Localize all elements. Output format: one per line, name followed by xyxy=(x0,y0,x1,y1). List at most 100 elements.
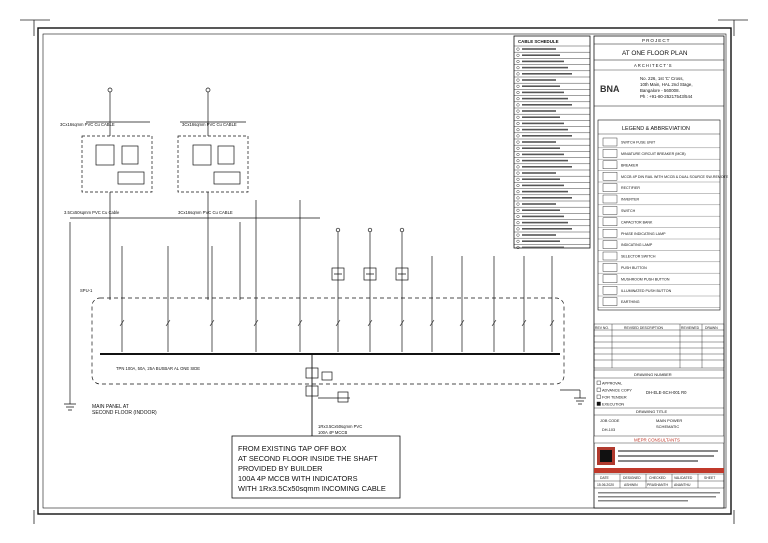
diagram-labels: 3Cx16sqmm PVC Cu CABLE 3Cx16sqmm PVC Cu … xyxy=(60,122,362,435)
legend-symbol-icon xyxy=(602,183,618,192)
legend-item-label: CAPACITOR BANK xyxy=(621,220,653,224)
incoming-label: 1Rx3.5Cx50sqmm PVC xyxy=(318,424,362,429)
legend-symbol-icon xyxy=(602,194,618,204)
legend-item-label: SELECTOR SWITCH xyxy=(621,255,656,259)
date-value: 15.06.2020 xyxy=(597,483,614,487)
cable-row-text-placeholder xyxy=(522,79,556,81)
project-name: AT ONE FLOOR PLAN xyxy=(622,50,688,57)
cable-row-text-placeholder xyxy=(522,197,572,199)
cable-row-marker xyxy=(516,196,520,200)
cable-row-marker xyxy=(516,103,520,107)
cable-schedule-heading: CABLE SCHEDULE xyxy=(518,39,559,44)
incoming-mccb: 100A 4P MCCB xyxy=(318,430,347,435)
cable-row-marker xyxy=(516,60,520,64)
cable-row-marker xyxy=(516,177,520,181)
legend-item-label: MUSHROOM PUSH BUTTON xyxy=(621,277,670,281)
cable-row-marker xyxy=(516,66,520,70)
cable-row-text-placeholder xyxy=(522,166,572,168)
architect-logo: BNA xyxy=(600,84,620,94)
cable-row-text-placeholder xyxy=(522,91,564,94)
rev-header-2: REVISED DESCRIPTION xyxy=(624,326,664,330)
legend-symbol-icon xyxy=(602,297,618,306)
drawing-title-2: SCHEMATIC xyxy=(656,424,679,429)
main-panel-enclosure xyxy=(91,297,565,385)
checked-label: CHECKED xyxy=(649,476,666,480)
feeder-right-cable: 3Cx16sqmm PVC Cu CABLE xyxy=(182,122,237,127)
cable-row-marker xyxy=(516,214,520,218)
legend-symbol-icon xyxy=(602,251,618,261)
cable-row-marker xyxy=(516,140,520,144)
cable-row-text-placeholder xyxy=(522,141,556,143)
legend-symbol-icon xyxy=(602,217,618,227)
cable-row-marker xyxy=(516,221,520,225)
legend-symbol-icon xyxy=(602,286,618,295)
legend-item-label: ILLUMINATED PUSH BUTTON xyxy=(621,289,672,293)
cable-row-marker xyxy=(516,208,520,212)
cable-row-marker xyxy=(516,146,520,150)
legend-item-label: MINIATURE CIRCUIT BREAKER (MCB) xyxy=(621,152,686,156)
cable-row-text-placeholder xyxy=(522,60,564,63)
cable-row-marker xyxy=(516,159,520,163)
diagram-area xyxy=(64,87,586,440)
top-circles xyxy=(335,227,405,233)
job-code-label: JOB CODE xyxy=(600,419,620,423)
note-line-5: WITH 1Rx3.5Cx50sqmm INCOMING CABLE xyxy=(238,484,386,493)
cable-row-marker xyxy=(516,233,520,237)
legend-item-label: INVERTER xyxy=(621,198,640,202)
busbar-label: TPN 100A, 50A, 25A BUSBAR AL ONE SIDE xyxy=(116,366,200,371)
cable-row-marker xyxy=(516,90,520,94)
cable-row-text-placeholder xyxy=(522,221,568,224)
legend-item-label: PUSH BUTTON xyxy=(621,266,647,270)
breaker-marks xyxy=(119,319,555,327)
validated-value: ANANTHU xyxy=(674,483,691,487)
ups-label: SPU-1 xyxy=(80,288,93,293)
legend-item-label: MCCB 4P DIN RAIL WITH MCCB & DUAL SOURCE… xyxy=(621,175,729,179)
legend-heading: LEGEND & ABBREVIATION xyxy=(622,126,690,132)
cable-row-text-placeholder xyxy=(522,153,564,156)
cable-row-marker xyxy=(516,171,520,175)
cable-row-marker xyxy=(516,202,520,206)
cable-row-text-placeholder xyxy=(522,147,560,149)
incoming-note: FROM EXISTING TAP OFF BOX AT SECOND FLOO… xyxy=(231,435,401,499)
revision-table xyxy=(593,323,725,369)
riser-left-cable: 3.5Cx50sqmm PVC Cu Cable xyxy=(64,210,120,215)
legend-item-label: SWITCH FUSE UNIT xyxy=(621,141,656,145)
legend-symbol-icon xyxy=(602,149,618,158)
cable-row-marker xyxy=(516,227,520,231)
title-block: PROJECT AT ONE FLOOR PLAN ARCHITECT'S BN… xyxy=(593,35,729,509)
cable-row-marker xyxy=(516,84,520,88)
status-approval: APPROVAL xyxy=(602,382,622,386)
cable-row-text-placeholder xyxy=(522,215,564,218)
cable-row-text-placeholder xyxy=(522,240,560,242)
drawing-title-1: MAIN POWER xyxy=(656,418,682,423)
rev-header-3: REVIEWED xyxy=(681,326,700,330)
legend-symbol-icon xyxy=(602,160,618,170)
legend-item-label: EARTHING xyxy=(621,300,640,304)
cable-row-text-placeholder xyxy=(522,246,564,249)
cable-row-marker xyxy=(516,78,520,82)
riser-right-cable: 3Cx16sqmm PVC Cu CABLE xyxy=(178,210,233,215)
cable-row-marker xyxy=(516,109,520,113)
drawing-number: DH-ELE-SCH-001 R0 xyxy=(646,390,687,395)
inner-border xyxy=(42,33,727,509)
architect-address-3: Bangalore - 560008. xyxy=(640,88,680,93)
cable-row-text-placeholder xyxy=(522,135,572,137)
cable-row-text-placeholder xyxy=(522,184,564,187)
date-table xyxy=(593,473,725,489)
note-line-2: AT SECOND FLOOR INSIDE THE SHAFT xyxy=(238,454,378,463)
consultant-logo xyxy=(597,447,615,465)
legend-item-label: INDICATING LAMP xyxy=(621,243,653,247)
cable-row-marker xyxy=(516,128,520,132)
cable-row-marker xyxy=(516,115,520,119)
sheet-corner-marks xyxy=(20,19,748,524)
drawing-number-heading: DRAWING NUMBER xyxy=(634,372,672,377)
cable-row-marker xyxy=(516,121,520,125)
drawing-title-heading: DRAWING TITLE xyxy=(636,409,667,414)
legend-symbol-icon xyxy=(602,137,618,147)
architects-heading: ARCHITECT'S xyxy=(634,63,673,68)
feeder-left-cable: 3Cx16sqmm PVC Cu CABLE xyxy=(60,122,115,127)
cable-row-marker xyxy=(516,47,520,51)
cable-row-text-placeholder xyxy=(522,73,572,75)
note-line-1: FROM EXISTING TAP OFF BOX xyxy=(238,444,346,453)
